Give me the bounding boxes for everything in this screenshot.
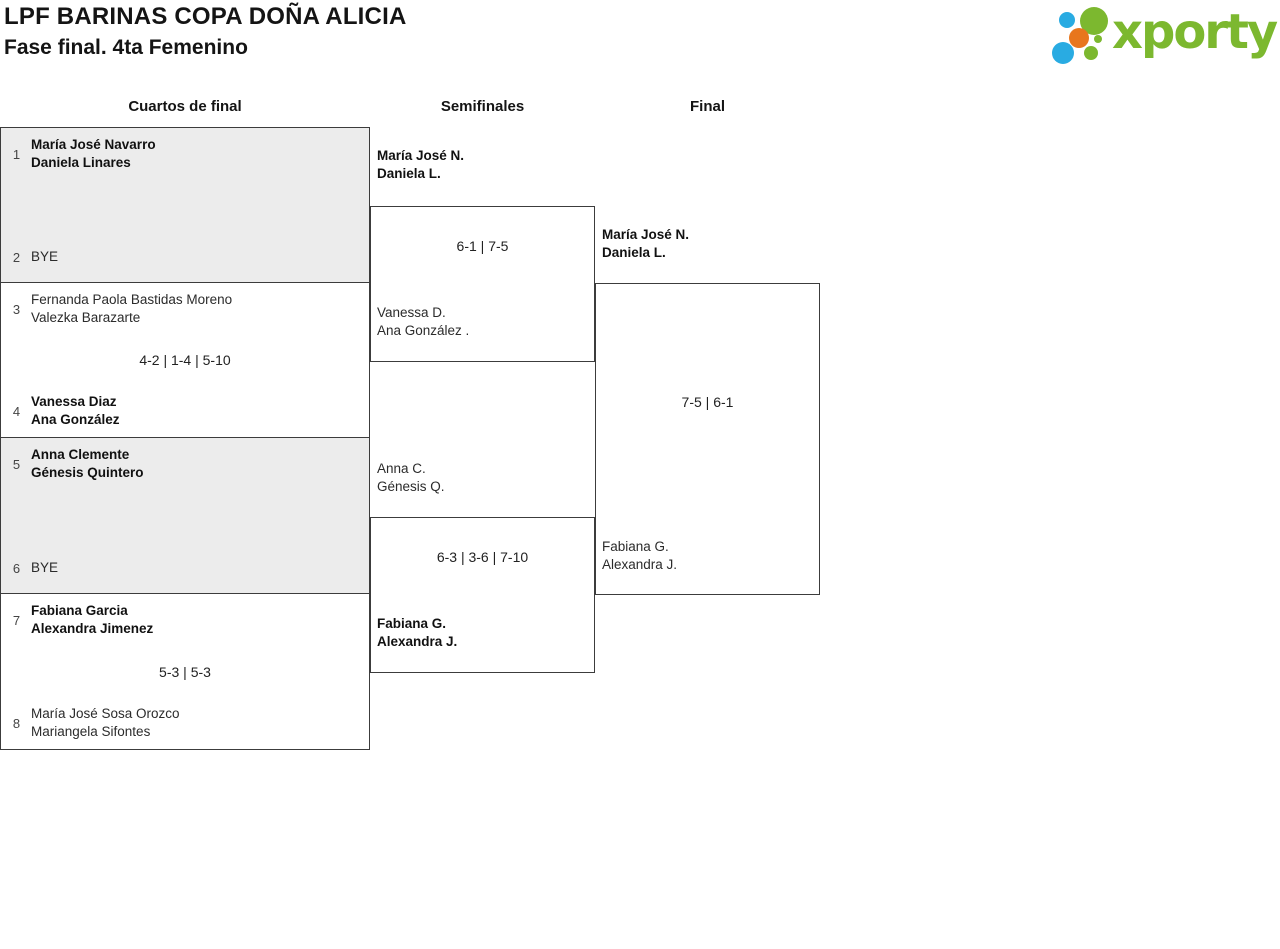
page-subtitle: Fase final. 4ta Femenino [4,36,248,59]
participant-label-sf2-bottom: Fabiana G. Alexandra J. [377,615,457,651]
seed-number: 1 [12,146,21,162]
seed-number: 2 [12,249,21,265]
participant-pair: 7 Fabiana Garcia Alexandra Jimenez [9,602,361,638]
participant-line: María José N. [602,227,690,242]
logo-wordmark: xporty [1112,4,1278,60]
participant-names: Fernanda Paola Bastidas Moreno Valezka B… [31,291,232,327]
participant-line: Mariangela Sifontes [31,724,151,739]
participant-names: BYE [31,559,58,577]
participant-line: Daniela L. [377,166,441,181]
match-quarterfinal-4: 7 Fabiana Garcia Alexandra Jimenez 5-3 |… [0,593,370,750]
participant-line: María José Navarro [31,137,156,152]
participant-pair: 8 María José Sosa Orozco Mariangela Sifo… [9,705,361,741]
participant-line: María José Sosa Orozco [31,706,180,721]
participant-label-sf1-top: María José N. Daniela L. [377,147,464,183]
participant-line: Daniela Linares [31,155,131,170]
participant-pair: 3 Fernanda Paola Bastidas Moreno Valezka… [9,291,361,327]
match-semifinal-1: 6-1 | 7-5 [370,206,595,362]
participant-line: Alexandra Jimenez [31,621,154,636]
participant-label-sf2-top: Anna C. Génesis Q. [377,460,445,496]
seed-number: 5 [12,456,21,472]
match-score: 6-3 | 3-6 | 7-10 [436,549,529,565]
participant-names: María José Navarro Daniela Linares [31,136,156,172]
match-score: 6-1 | 7-5 [456,238,509,254]
participant-line: María José N. [377,148,465,163]
participant-line: Anna C. [377,461,426,476]
xporty-logo: xporty [1045,0,1280,80]
match-score: 5-3 | 5-3 [159,663,211,680]
participant-label-sf1-bottom: Vanessa D. Ana González . [377,304,469,340]
participant-line: Valezka Barazarte [31,310,141,325]
match-quarterfinal-2: 3 Fernanda Paola Bastidas Moreno Valezka… [0,282,370,438]
page-title: LPF BARINAS COPA DOÑA ALICIA [4,3,407,30]
participant-line: Vanessa D. [377,305,446,320]
round-header-semifinals: Semifinales [440,98,525,115]
participant-line: Alexandra J. [377,634,458,649]
participant-line: Fabiana G. [377,616,447,631]
logo-dot-green-small-icon [1084,46,1098,60]
participant-line: Anna Clemente [31,447,130,462]
participant-line: Génesis Quintero [31,465,144,480]
seed-number: 3 [12,301,21,317]
match-score: 4-2 | 1-4 | 5-10 [139,352,231,368]
participant-names: Anna Clemente Génesis Quintero [31,446,144,482]
seed-number: 4 [12,403,21,419]
participant-label-final-top: María José N. Daniela L. [602,226,689,262]
participant-pair: 5 Anna Clemente Génesis Quintero [9,446,361,482]
logo-dot-blue-large-icon [1052,42,1074,64]
participant-label-final-bottom: Fabiana G. Alexandra J. [602,538,677,574]
bye-label: BYE [31,560,59,575]
match-score: 7-5 | 6-1 [681,394,734,410]
participant-pair: 4 Vanessa Diaz Ana González [9,393,361,429]
seed-number: 8 [12,715,21,731]
logo-dot-green-tiny-icon [1094,35,1102,43]
participant-line: Ana González [31,412,120,427]
participant-pair: 2 BYE [9,248,361,266]
match-final: 7-5 | 6-1 [595,283,820,595]
participant-names: BYE [31,248,58,266]
participant-line: Alexandra J. [602,557,678,572]
logo-dot-orange-icon [1069,28,1089,48]
participant-line: Fernanda Paola Bastidas Moreno [31,292,233,307]
participant-line: Fabiana Garcia [31,603,128,618]
round-header-final: Final [689,98,725,115]
participant-pair: 6 BYE [9,559,361,577]
seed-number: 7 [12,612,21,628]
seed-number: 6 [12,560,21,576]
participant-line: Génesis Q. [377,479,445,494]
round-header-quarterfinals: Cuartos de final [128,98,242,115]
participant-pair: 1 María José Navarro Daniela Linares [9,136,361,172]
participant-line: Fabiana G. [602,539,669,554]
match-quarterfinal-1: 1 María José Navarro Daniela Linares 2 B… [0,127,370,283]
participant-line: Daniela L. [602,245,666,260]
participant-names: Fabiana Garcia Alexandra Jimenez [31,602,153,638]
bye-label: BYE [31,249,59,264]
participant-names: Vanessa Diaz Ana González [31,393,120,429]
participant-line: Ana González . [377,323,470,338]
participant-names: María José Sosa Orozco Mariangela Sifont… [31,705,180,741]
match-semifinal-2: 6-3 | 3-6 | 7-10 [370,517,595,673]
match-quarterfinal-3: 5 Anna Clemente Génesis Quintero 6 BYE [0,437,370,594]
participant-line: Vanessa Diaz [31,394,117,409]
logo-dot-blue-small-icon [1059,12,1075,28]
